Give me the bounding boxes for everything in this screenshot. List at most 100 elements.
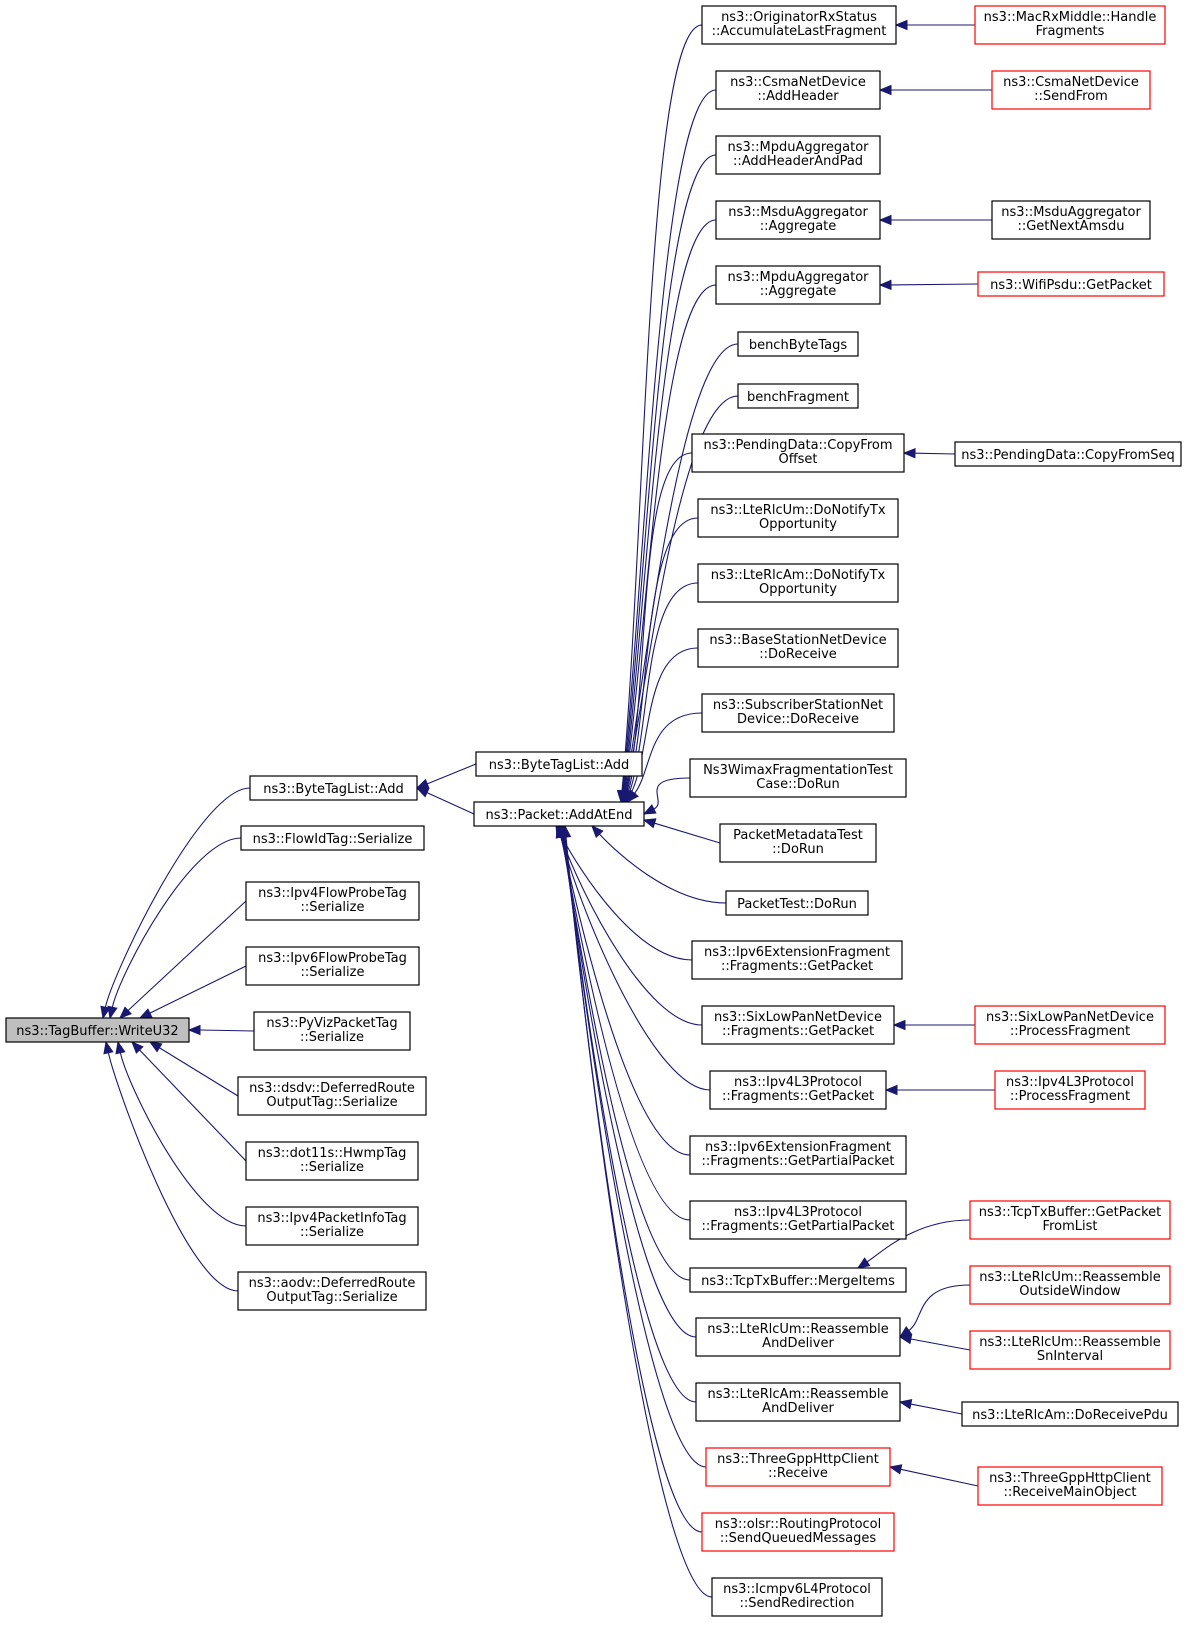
node-sixlow_pf[interactable]: ns3::SixLowPanNetDevice::ProcessFragment	[974, 1005, 1166, 1045]
node-box	[715, 70, 881, 110]
node-ipv4_pf[interactable]: ns3::Ipv4L3Protocol::ProcessFragment	[994, 1070, 1146, 1110]
node-label-line: ns3::MpduAggregator	[727, 270, 869, 285]
arrowhead-btl_add2	[415, 778, 430, 789]
node-btl_add2[interactable]: ns3::ByteTagList::Add	[475, 751, 643, 777]
node-box	[969, 1330, 1171, 1370]
node-ipv6ext[interactable]: ns3::Ipv6ExtensionFragment::Fragments::G…	[691, 940, 903, 980]
node-box	[969, 1200, 1171, 1240]
node-psdu[interactable]: ns3::WifiPsdu::GetPacket	[977, 271, 1165, 297]
node-ipv4l3[interactable]: ns3::Ipv4L3Protocol::Fragments::GetPacke…	[709, 1070, 887, 1110]
node-label-line: ns3::OriginatorRxStatus	[721, 10, 877, 25]
node-tcpmerge[interactable]: ns3::TcpTxBuffer::MergeItems	[689, 1267, 907, 1293]
node-label-line: ::Fragments::GetPartialPacket	[702, 1154, 895, 1169]
edge-pinfo-to-root	[115, 1040, 247, 1227]
node-label-line: ::AddHeaderAndPad	[733, 154, 863, 169]
arrowhead-ipv4fp	[119, 1006, 132, 1019]
node-label-line: Device::DoReceive	[737, 712, 859, 727]
node-label-line: ns3::Ipv4L3Protocol	[1006, 1075, 1134, 1090]
node-label-line: Opportunity	[759, 582, 837, 597]
node-benchfr[interactable]: benchFragment	[737, 383, 859, 409]
node-ipv4l3_p[interactable]: ns3::Ipv4L3Protocol::Fragments::GetParti…	[689, 1200, 907, 1240]
node-csma_add[interactable]: ns3::CsmaNetDevice::AddHeader	[715, 70, 881, 110]
arrowhead-pyviz	[187, 1024, 201, 1036]
node-pmt[interactable]: PacketMetadataTest::DoRun	[719, 823, 877, 863]
node-box	[249, 775, 418, 801]
node-mpdu_pad[interactable]: ns3::MpduAggregator::AddHeaderAndPad	[715, 135, 881, 175]
node-pyviz[interactable]: ns3::PyVizPacketTag::Serialize	[253, 1011, 411, 1051]
node-http_rx[interactable]: ns3::ThreeGppHttpClient::Receive	[705, 1447, 891, 1487]
node-box	[977, 1466, 1163, 1506]
node-label-line: ::Aggregate	[760, 219, 837, 234]
node-label-line: ns3::CsmaNetDevice	[730, 75, 866, 90]
edge-aodv-to-root	[103, 1040, 239, 1292]
node-icmp[interactable]: ns3::Icmpv6L4Protocol::SendRedirection	[711, 1577, 883, 1617]
node-ipv4fp[interactable]: ns3::Ipv4FlowProbeTag::Serialize	[245, 881, 420, 921]
node-box	[701, 693, 895, 733]
node-benchbt[interactable]: benchByteTags	[737, 331, 859, 357]
node-flowid[interactable]: ns3::FlowIdTag::Serialize	[240, 825, 425, 851]
node-rlcam_rx[interactable]: ns3::LteRlcAm::DoReceivePdu	[961, 1401, 1179, 1427]
edge-rlcam_rx-to-rlcam_re	[898, 1399, 963, 1415]
node-box	[473, 801, 645, 827]
edge-psdu-to-mpdu_agg	[878, 279, 979, 291]
node-csma_send[interactable]: ns3::CsmaNetDevice::SendFrom	[991, 70, 1151, 110]
node-orig[interactable]: ns3::OriginatorRxStatus::AccumulateLastF…	[701, 5, 897, 45]
node-label-line: OutsideWindow	[1019, 1284, 1121, 1299]
node-ssnd[interactable]: ns3::SubscriberStationNetDevice::DoRecei…	[701, 693, 895, 733]
arrowhead-aodv	[103, 1040, 114, 1055]
node-label-line: ns3::LteRlcUm::Reassemble	[979, 1270, 1161, 1285]
node-http_main[interactable]: ns3::ThreeGppHttpClient::ReceiveMainObje…	[977, 1466, 1163, 1506]
node-label-line: ns3::FlowIdTag::Serialize	[253, 832, 413, 847]
node-msdu_agg[interactable]: ns3::MsduAggregator::Aggregate	[715, 200, 881, 240]
node-label-line: ns3::ByteTagList::Add	[263, 782, 403, 797]
node-olsr[interactable]: ns3::olsr::RoutingProtocol::SendQueuedMe…	[701, 1512, 895, 1552]
arrowhead-sixlow_pf	[892, 1019, 906, 1031]
edge-dsdv-to-root	[148, 1041, 239, 1097]
arrowhead-wimax	[642, 804, 657, 815]
node-mpdu_agg[interactable]: ns3::MpduAggregator::Aggregate	[715, 265, 881, 305]
edge-rlcum_sn-to-rlcum_re	[898, 1333, 971, 1351]
node-label-line: ns3::LteRlcUm::DoNotifyTx	[710, 503, 885, 518]
node-addatend[interactable]: ns3::Packet::AddAtEnd	[473, 801, 645, 827]
node-label-line: ::AddHeader	[757, 89, 839, 104]
arrowhead-ptest	[591, 825, 604, 838]
node-label-line: ns3::MsduAggregator	[728, 205, 868, 220]
node-label-line: ns3::Ipv6FlowProbeTag	[258, 951, 407, 966]
node-box	[689, 1135, 907, 1175]
node-label-line: ::Serialize	[300, 1030, 364, 1045]
node-box	[701, 1005, 895, 1045]
node-label-line: ns3::TcpTxBuffer::GetPacket	[979, 1205, 1162, 1220]
node-ptest[interactable]: PacketTest::DoRun	[725, 890, 869, 916]
node-aodv[interactable]: ns3::aodv::DeferredRouteOutputTag::Seria…	[237, 1271, 427, 1311]
edge-http_rx-to-addatend	[559, 824, 707, 1468]
root-node[interactable]: ns3::TagBuffer::WriteU32	[5, 1017, 190, 1043]
edge-ipv4_pf-to-ipv4l3	[884, 1084, 995, 1096]
node-pinfo[interactable]: ns3::Ipv4PacketInfoTag::Serialize	[245, 1206, 419, 1246]
node-pend_seq[interactable]: ns3::PendingData::CopyFromSeq	[954, 441, 1182, 467]
node-sixlow[interactable]: ns3::SixLowPanNetDevice::Fragments::GetP…	[701, 1005, 895, 1045]
node-bsnd[interactable]: ns3::BaseStationNetDevice::DoReceive	[697, 628, 899, 668]
arrowhead-psdu	[878, 279, 892, 291]
node-msdu_next[interactable]: ns3::MsduAggregator::GetNextAmsdu	[991, 200, 1151, 240]
node-dsdv[interactable]: ns3::dsdv::DeferredRouteOutputTag::Seria…	[237, 1076, 427, 1116]
edge-rlcum_re-to-addatend	[557, 824, 697, 1338]
node-box	[697, 498, 899, 538]
node-box	[737, 383, 859, 409]
node-label-line: ns3::Icmpv6L4Protocol	[723, 1582, 871, 1597]
edge-ipv6fp-to-root	[138, 965, 247, 1019]
node-ipv6fp[interactable]: ns3::Ipv6FlowProbeTag::Serialize	[245, 946, 420, 986]
node-hwmp[interactable]: ns3::dot11s::HwmpTag::Serialize	[245, 1141, 419, 1181]
node-label-line: ns3::ByteTagList::Add	[489, 758, 629, 773]
node-btl_add[interactable]: ns3::ByteTagList::Add	[249, 775, 418, 801]
node-ipv6ext_p[interactable]: ns3::Ipv6ExtensionFragment::Fragments::G…	[689, 1135, 907, 1175]
